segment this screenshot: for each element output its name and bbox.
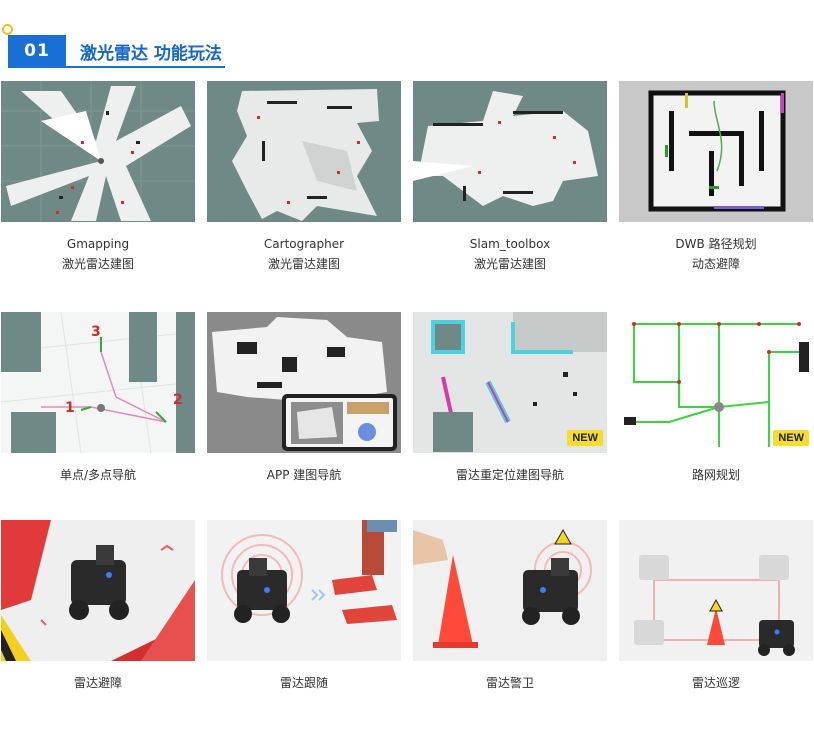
card-road-network: NEW 路网规划 — [619, 312, 813, 485]
card-title: 雷达巡逻 — [691, 676, 740, 690]
obstacle-avoid-photo — [1, 520, 195, 661]
card-subtitle: 动态避障 — [691, 257, 740, 271]
card-subtitle: 激光雷达建图 — [473, 257, 546, 271]
card-multipoint-nav: 3 1 2 单点/多点导航 — [1, 312, 195, 485]
card-patrol: 雷达巡逻 — [619, 520, 813, 693]
section-title: 激光雷达 功能玩法 — [80, 44, 222, 64]
gmapping-map-image — [1, 81, 195, 222]
decor-ring-icon — [2, 24, 13, 35]
road-network-image — [619, 312, 813, 453]
card-title: 雷达跟随 — [279, 676, 328, 690]
relocalization-image — [413, 312, 607, 453]
card-title: 雷达重定位建图导航 — [455, 468, 564, 482]
new-badge: NEW — [773, 430, 809, 446]
card-title: DWB 路径规划 — [675, 237, 757, 251]
card-relocalization: NEW 雷达重定位建图导航 — [413, 312, 607, 485]
card-title: Gmapping — [66, 237, 130, 251]
card-gmapping: Gmapping 激光雷达建图 — [1, 81, 195, 274]
new-badge: NEW — [567, 430, 603, 446]
card-title: 单点/多点导航 — [59, 468, 137, 482]
nav-marker-1: 1 — [65, 400, 75, 416]
card-guard: 雷达警卫 — [413, 520, 607, 693]
card-title: 雷达避障 — [73, 676, 122, 690]
nav-marker-3: 3 — [91, 324, 101, 340]
guard-photo — [413, 520, 607, 661]
card-cartographer: Cartographer 激光雷达建图 — [207, 81, 401, 274]
header-underline — [8, 66, 225, 68]
multipoint-nav-image: 3 1 2 — [1, 312, 195, 453]
card-title: APP 建图导航 — [266, 468, 342, 482]
dwb-path-planning-image — [619, 81, 813, 222]
card-dwb: DWB 路径规划 动态避障 — [619, 81, 813, 274]
card-title: Cartographer — [263, 237, 345, 251]
nav-marker-2: 2 — [173, 392, 183, 408]
card-follow: 雷达跟随 — [207, 520, 401, 693]
patrol-photo — [619, 520, 813, 661]
cartographer-map-image — [207, 81, 401, 222]
card-subtitle: 激光雷达建图 — [267, 257, 340, 271]
section-number: 01 — [8, 35, 66, 66]
card-obstacle-avoid: 雷达避障 — [1, 520, 195, 693]
card-title: 雷达警卫 — [485, 676, 534, 690]
app-nav-image — [207, 312, 401, 453]
section-header: 01 激光雷达 功能玩法 — [0, 0, 814, 80]
card-app-nav: APP 建图导航 — [207, 312, 401, 485]
card-slam-toolbox: Slam_toolbox 激光雷达建图 — [413, 81, 607, 274]
card-subtitle: 激光雷达建图 — [61, 257, 134, 271]
follow-photo — [207, 520, 401, 661]
card-title: Slam_toolbox — [469, 237, 551, 251]
slam-toolbox-map-image — [413, 81, 607, 222]
card-title: 路网规划 — [691, 468, 740, 482]
